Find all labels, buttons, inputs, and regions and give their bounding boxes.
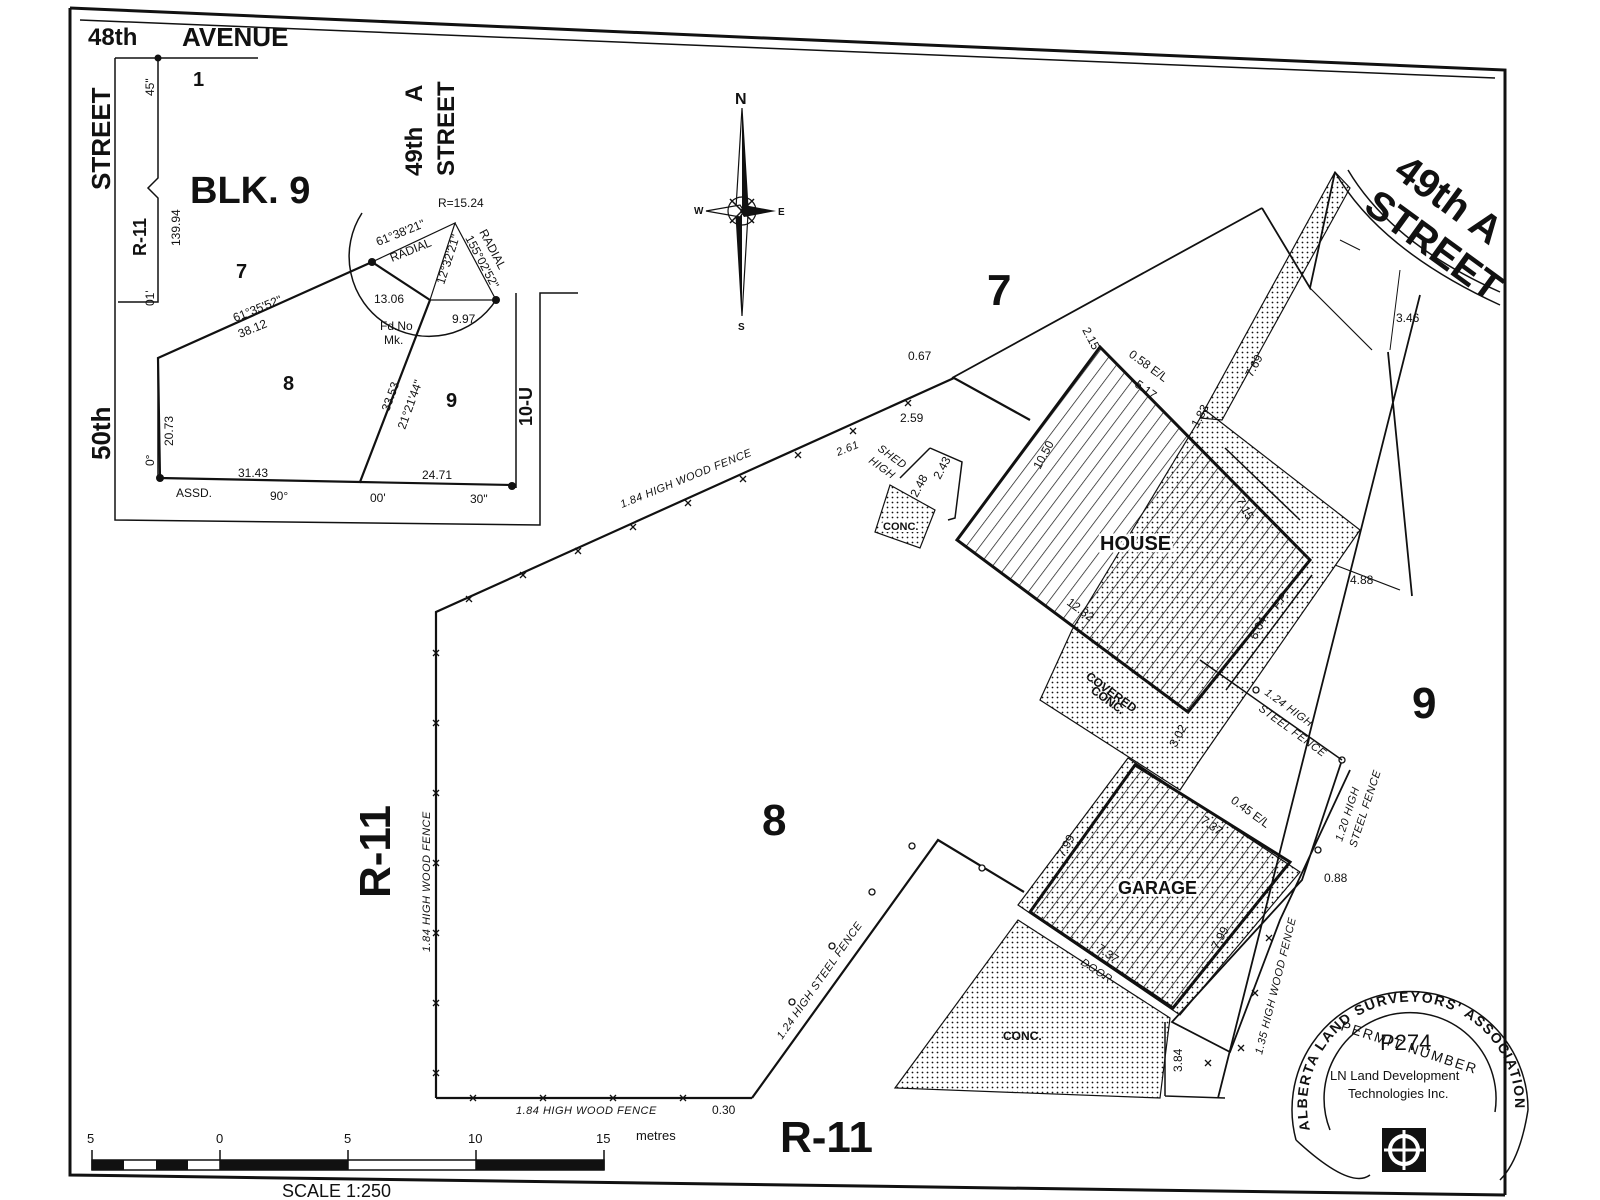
shed-conc-label: CONC. xyxy=(883,521,918,533)
dim-261: 2.61 xyxy=(834,439,861,459)
seal-company-2: Technologies Inc. xyxy=(1348,1086,1448,1101)
surveyor-logo-icon xyxy=(1382,1128,1426,1172)
key-found-no-mark-2: Mk. xyxy=(384,333,403,347)
dim-488: 4.88 xyxy=(1350,573,1374,587)
key-dim-west-length: 20.73 xyxy=(162,416,176,446)
key-lot-9: 9 xyxy=(446,390,457,412)
compass-s: S xyxy=(738,322,745,333)
house-footprint xyxy=(954,344,1313,715)
avenue-name: AVENUE xyxy=(182,22,288,52)
key-dim-east-front: 9.97 xyxy=(452,312,476,326)
compass-e: E xyxy=(778,207,785,218)
key-dim-south-west: 31.43 xyxy=(238,466,268,480)
scale-tick-10: 10 xyxy=(468,1131,482,1146)
dim-248: 2.48 xyxy=(907,472,930,499)
key-dim-radius: R=15.24 xyxy=(438,196,484,210)
compass-w: W xyxy=(694,206,704,217)
house-label: HOUSE xyxy=(1100,533,1171,555)
driveway-conc-label: CONC. xyxy=(1003,1029,1042,1043)
key-dim-left-0: 0° xyxy=(143,454,157,466)
surveyor-seal: ALBERTA LAND SURVEYORS' ASSOCIATION PERM… xyxy=(1291,988,1529,1181)
key-dim-side-length: 33.53 xyxy=(379,380,403,413)
dim-030: 0.30 xyxy=(712,1103,736,1117)
key-zone-west: R-11 xyxy=(130,218,150,256)
wood-fence-marks xyxy=(432,399,1273,1102)
lot-9-label: 9 xyxy=(1412,679,1436,728)
street-50-word: STREET xyxy=(86,87,116,190)
key-dim-bearing-00: 00' xyxy=(370,491,386,505)
key-plan: 48th AVENUE STREET 50th 49th A STREET BL… xyxy=(86,22,578,526)
scale-tick-5: 5 xyxy=(344,1131,351,1146)
key-dim-assd: ASSD. xyxy=(176,486,212,500)
key-dim-angle-2: 12°32'21" xyxy=(434,233,463,286)
key-dim-left-139: 139.94 xyxy=(169,209,183,246)
key-dim-bearing-90: 90° xyxy=(270,489,288,503)
zone-south-label: R-11 xyxy=(780,1113,873,1162)
key-found-no-mark-1: Fd.No xyxy=(380,319,413,333)
scale-tick-15: 15 xyxy=(596,1131,610,1146)
concrete-driveway xyxy=(893,919,1171,1099)
steel-fence-posts xyxy=(788,686,1346,1006)
zone-west-label: R-11 xyxy=(351,805,400,898)
seal-permit-number: P274 xyxy=(1380,1030,1431,1055)
street-49a-word: STREET xyxy=(433,81,460,176)
street-49a-number: 49th xyxy=(401,127,428,176)
scale-unit: metres xyxy=(636,1128,676,1143)
dim-346: 3.46 xyxy=(1396,311,1420,325)
fence-note-wood-135: 1.35 HIGH WOOD FENCE xyxy=(1253,916,1299,1056)
dim-259: 2.59 xyxy=(900,411,924,425)
dim-384: 3.84 xyxy=(1171,1048,1185,1072)
scale-bar: 5 0 5 10 15 metres SCALE 1:250 xyxy=(87,1128,676,1200)
north-arrow-icon: N S E W xyxy=(694,91,785,333)
avenue-number: 48th xyxy=(88,24,137,51)
key-dim-bearing-30: 30" xyxy=(470,492,488,506)
dim-243: 2.43 xyxy=(930,454,953,481)
concrete-shed-pad xyxy=(874,484,936,549)
seal-company-1: LN Land Development xyxy=(1330,1068,1460,1083)
fence-note-s: 1.84 HIGH WOOD FENCE xyxy=(516,1105,657,1117)
page-border xyxy=(68,6,1507,1197)
scale-tick-neg5: 5 xyxy=(87,1131,94,1146)
seal-association: ALBERTA LAND SURVEYORS' ASSOCIATION xyxy=(1294,988,1528,1132)
scale-label: SCALE 1:250 xyxy=(282,1181,391,1200)
key-lot-1: 1 xyxy=(193,69,204,91)
lot-8-label: 8 xyxy=(762,796,786,845)
street-50-number: 50th xyxy=(86,407,116,460)
key-dim-south-east: 24.71 xyxy=(422,468,452,482)
dim-088: 0.88 xyxy=(1324,871,1348,885)
key-lot-8: 8 xyxy=(283,373,294,395)
lot-7-label: 7 xyxy=(987,266,1011,315)
dim-045: 0.45 E/L xyxy=(1228,793,1273,831)
garage-label: GARAGE xyxy=(1118,878,1197,898)
street-49a-letter: A xyxy=(401,85,428,102)
key-lot-7: 7 xyxy=(236,261,247,283)
walkway xyxy=(1199,170,1351,421)
fence-note-steel-center: 1.24 HIGH STEEL FENCE xyxy=(775,920,866,1042)
fence-note-w: 1.84 HIGH WOOD FENCE xyxy=(421,811,433,952)
lot-8-fence-line xyxy=(434,376,1031,1100)
key-dim-left-01: 01' xyxy=(143,290,157,306)
block-label: BLK. 9 xyxy=(190,170,310,212)
key-dim-arc: 13.06 xyxy=(374,292,404,306)
garage-footprint xyxy=(1027,762,1293,1011)
main-plan: 49th A STREET 7 9 8 R-11 R-11 HOUSE GARA… xyxy=(351,147,1510,1162)
dim-067: 0.67 xyxy=(908,349,932,363)
key-zone-east: 10-U xyxy=(516,387,536,426)
key-dim-left-45: 45" xyxy=(143,78,157,96)
scale-tick-0: 0 xyxy=(216,1131,223,1146)
compass-n: N xyxy=(735,91,747,108)
